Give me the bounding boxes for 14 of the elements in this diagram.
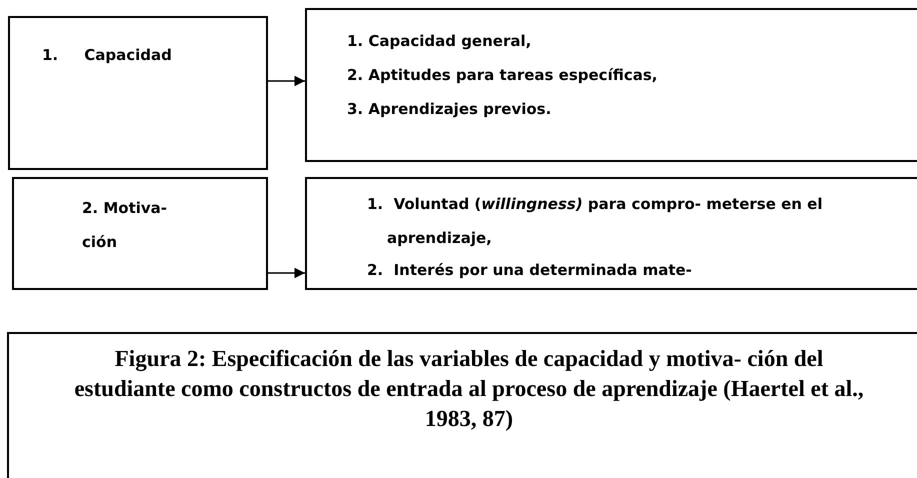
list-item: 1. Voluntad (willingness) para compro- meterse en el aprendizaje, xyxy=(367,194,824,249)
list-item: 1. Capacidad xyxy=(42,45,173,66)
arrow xyxy=(268,268,305,278)
list-item: 3. Aprendizajes previos. xyxy=(347,99,552,120)
text-box xyxy=(305,177,917,290)
list-item: 2. Aptitudes para tareas específicas, xyxy=(347,65,658,86)
text-box xyxy=(12,177,268,290)
text-box xyxy=(8,16,268,170)
figure-caption: Figura 2: Especificación de las variables de capacidad y motiva- ción del estudiante como constructos de entrada al proceso de aprendizaje (Haertel et al., 1983, 87) xyxy=(73,345,865,433)
text-box xyxy=(305,8,917,162)
list-item: 2. Motiva- ción xyxy=(82,198,168,253)
list-item: 2. Interés por una determinada mate- xyxy=(367,260,693,281)
list-item: 1. Capacidad general, xyxy=(347,31,532,52)
arrow xyxy=(268,76,305,86)
